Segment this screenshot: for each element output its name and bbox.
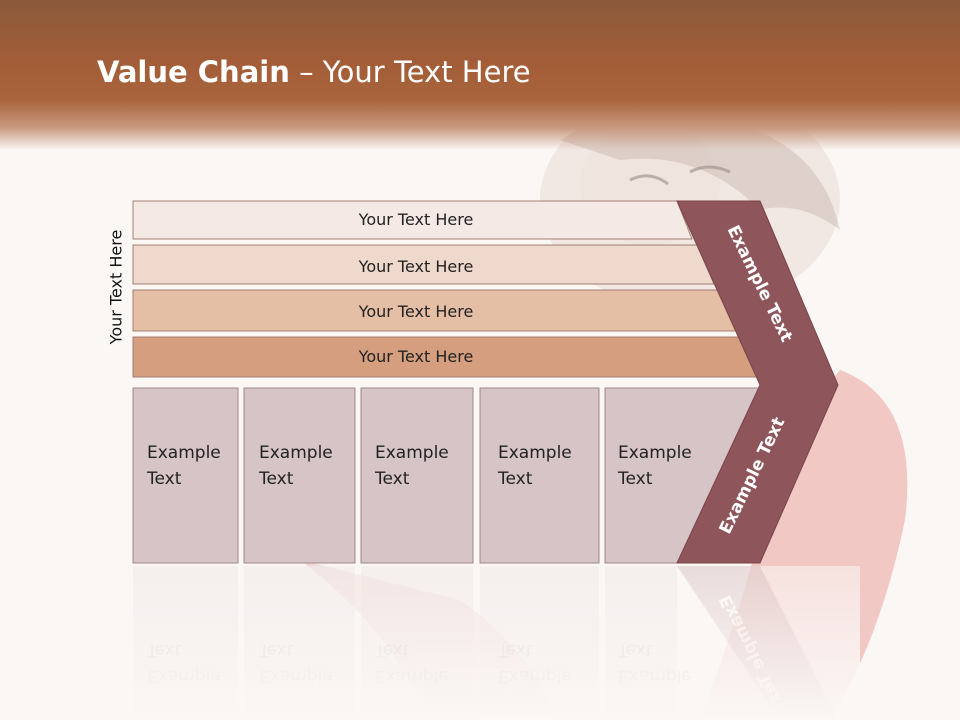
title-bold: Value Chain xyxy=(97,55,290,89)
slide-title: Value Chain – Your Text Here xyxy=(97,55,531,89)
header-band xyxy=(0,0,960,150)
reflection-fade xyxy=(120,566,860,720)
row-1-label: Your Text Here xyxy=(358,210,474,229)
box-4: Example Text xyxy=(479,387,600,564)
box-2-line1: Example xyxy=(259,443,333,463)
box-5-line1: Example xyxy=(618,443,692,463)
row-2-label: Your Text Here xyxy=(358,257,474,276)
box-3: Example Text xyxy=(360,387,474,564)
row-3: Your Text Here xyxy=(132,289,740,332)
box-1: Example Text xyxy=(132,387,239,564)
box-1-line1: Example xyxy=(147,443,221,463)
row-1: Your Text Here xyxy=(132,200,693,240)
box-1-line2: Text xyxy=(146,469,182,489)
box-3-line2: Text xyxy=(374,469,410,489)
box-5-line2: Text xyxy=(617,469,653,489)
box-2: Example Text xyxy=(243,387,356,564)
row-3-label: Your Text Here xyxy=(358,302,474,321)
box-3-line1: Example xyxy=(375,443,449,463)
row-4-label: Your Text Here xyxy=(358,347,474,366)
box-4-line1: Example xyxy=(498,443,572,463)
row-4: Your Text Here xyxy=(132,336,763,378)
box-2-line2: Text xyxy=(258,469,294,489)
title-rest: – Your Text Here xyxy=(289,55,531,89)
row-2: Your Text Here xyxy=(132,244,715,285)
box-4-line2: Text xyxy=(497,469,533,489)
